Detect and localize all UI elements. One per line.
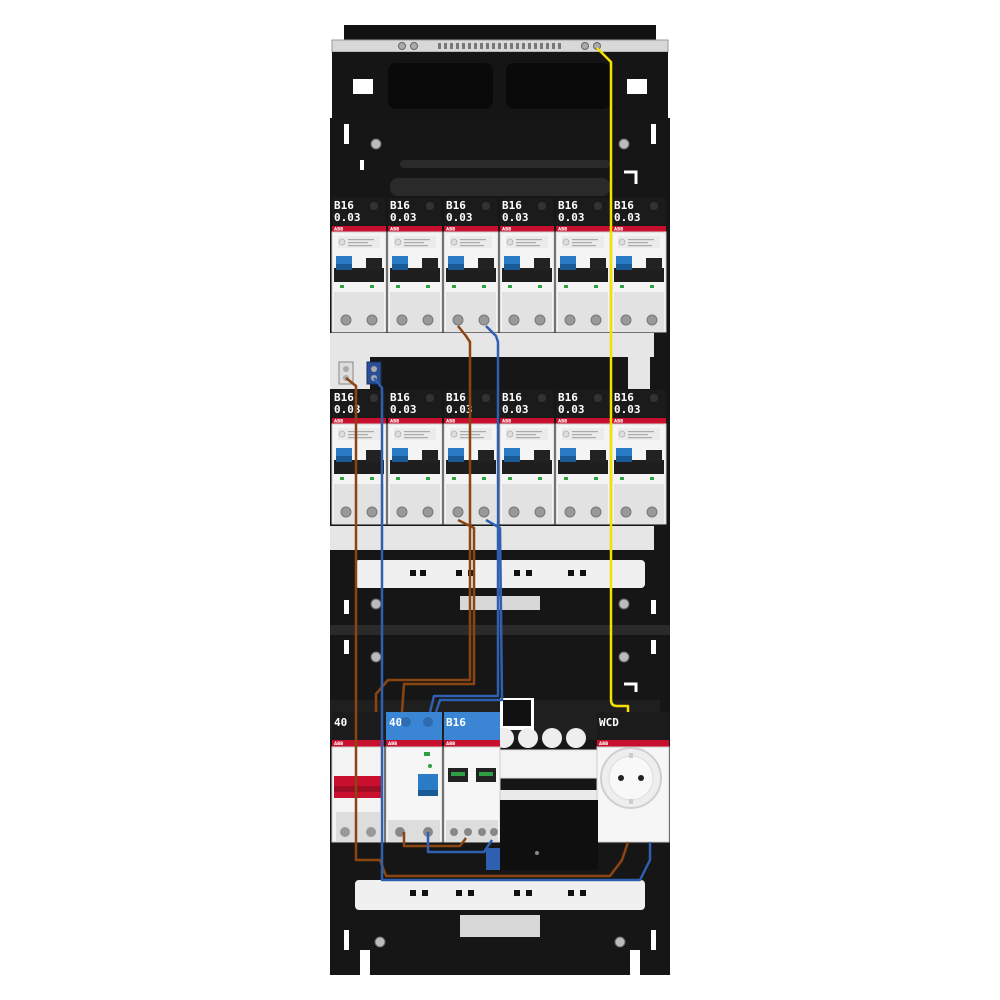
breaker-rating: B16 [334,391,354,404]
earth-wire [596,47,630,712]
mcb-rating: B16 [446,716,466,729]
breaker-sensitivity: 0.03 [334,403,361,416]
breaker-sensitivity: 0.03 [502,403,529,416]
breaker-toggle[interactable] [590,258,606,270]
terminal-block-earth [338,361,354,385]
breaker-rating: B16 [390,391,410,404]
brand-label: ABB [388,741,397,746]
breaker-rating: B16 [446,199,466,212]
brand-label: ABB [502,419,511,424]
neutral-wire [373,377,652,882]
phase-wire [402,832,467,848]
brand-label: ABB [446,741,455,746]
neutral-wire [428,325,500,713]
brand-label: ABB [502,227,511,232]
mcb-b16[interactable]: B16 ABB [443,712,501,870]
din-rail-row2 [330,526,654,550]
neutral-wire [426,832,494,854]
breaker-rating: B16 [502,199,522,212]
cutout [353,79,373,94]
comb-bracket-lower [355,880,645,910]
brand-label: ABB [614,227,623,232]
terminal-block-neutral [366,361,382,385]
brand-label: ABB [446,419,455,424]
brand-label: ABB [558,227,567,232]
top-panel [332,52,668,118]
breaker-rating: B16 [334,199,354,212]
din-rail-row1 [330,333,654,357]
socket-label: WCD [599,716,619,729]
breaker-rating: B16 [558,199,578,212]
brand-label: ABB [390,419,399,424]
breaker-toggle[interactable] [534,258,550,270]
cutout [627,79,647,94]
brand-label: ABB [334,741,343,746]
frame-screws [370,138,630,948]
brand-label: ABB [446,227,455,232]
wiring [345,47,652,882]
breaker-rating: B16 [390,199,410,212]
breaker-sensitivity: 0.03 [614,403,641,416]
breaker-sensitivity: 0.03 [558,403,585,416]
breaker-row-1: B160.03ABBB160.03ABBB160.03ABBB160.03ABB… [331,198,667,333]
socket-outlet[interactable]: WCD ABB [596,712,670,843]
lower-row: 40 ABB 40 ABB B16 [330,698,670,937]
breaker-toggle[interactable] [422,258,438,270]
brand-label: ABB [390,227,399,232]
brand-label: ABB [614,419,623,424]
rcd-rating: 40 [389,716,402,729]
breaker-rating: B16 [502,391,522,404]
brand-label: ABB [334,419,343,424]
breaker-toggle[interactable] [478,450,494,462]
frame-slots [344,124,656,975]
brand-label: ABB [334,227,343,232]
brand-label: ABB [558,419,567,424]
phase-wire [374,325,472,712]
breaker-sensitivity: 0.03 [334,211,361,224]
breaker-toggle[interactable] [422,450,438,462]
breaker-toggle[interactable] [478,258,494,270]
breaker-sensitivity: 0.03 [446,211,473,224]
breaker-rating: B16 [614,391,634,404]
breaker-sensitivity: 0.03 [390,403,417,416]
breaker-toggle[interactable] [366,450,382,462]
breaker-sensitivity: 0.03 [558,211,585,224]
breaker-rating: B16 [446,391,466,404]
breaker-toggle[interactable] [646,258,662,270]
breaker-sensitivity: 0.03 [390,211,417,224]
breaker-sensitivity: 0.03 [502,211,529,224]
breaker-rating: B16 [614,199,634,212]
main-switch[interactable]: 40 ABB [331,712,385,843]
breaker-toggle[interactable] [534,450,550,462]
breaker-toggle[interactable] [646,450,662,462]
top-vent [438,43,561,49]
breaker-rating: B16 [558,391,578,404]
breaker-toggle[interactable] [590,450,606,462]
brand-label: ABB [599,741,608,746]
phase-wire [400,518,476,713]
rcd[interactable]: 40 ABB [385,712,443,843]
breaker-toggle[interactable] [366,258,382,270]
main-switch-rating: 40 [334,716,347,729]
breaker-sensitivity: 0.03 [614,211,641,224]
neutral-wire [434,518,504,713]
breaker-sensitivity: 0.03 [446,403,473,416]
